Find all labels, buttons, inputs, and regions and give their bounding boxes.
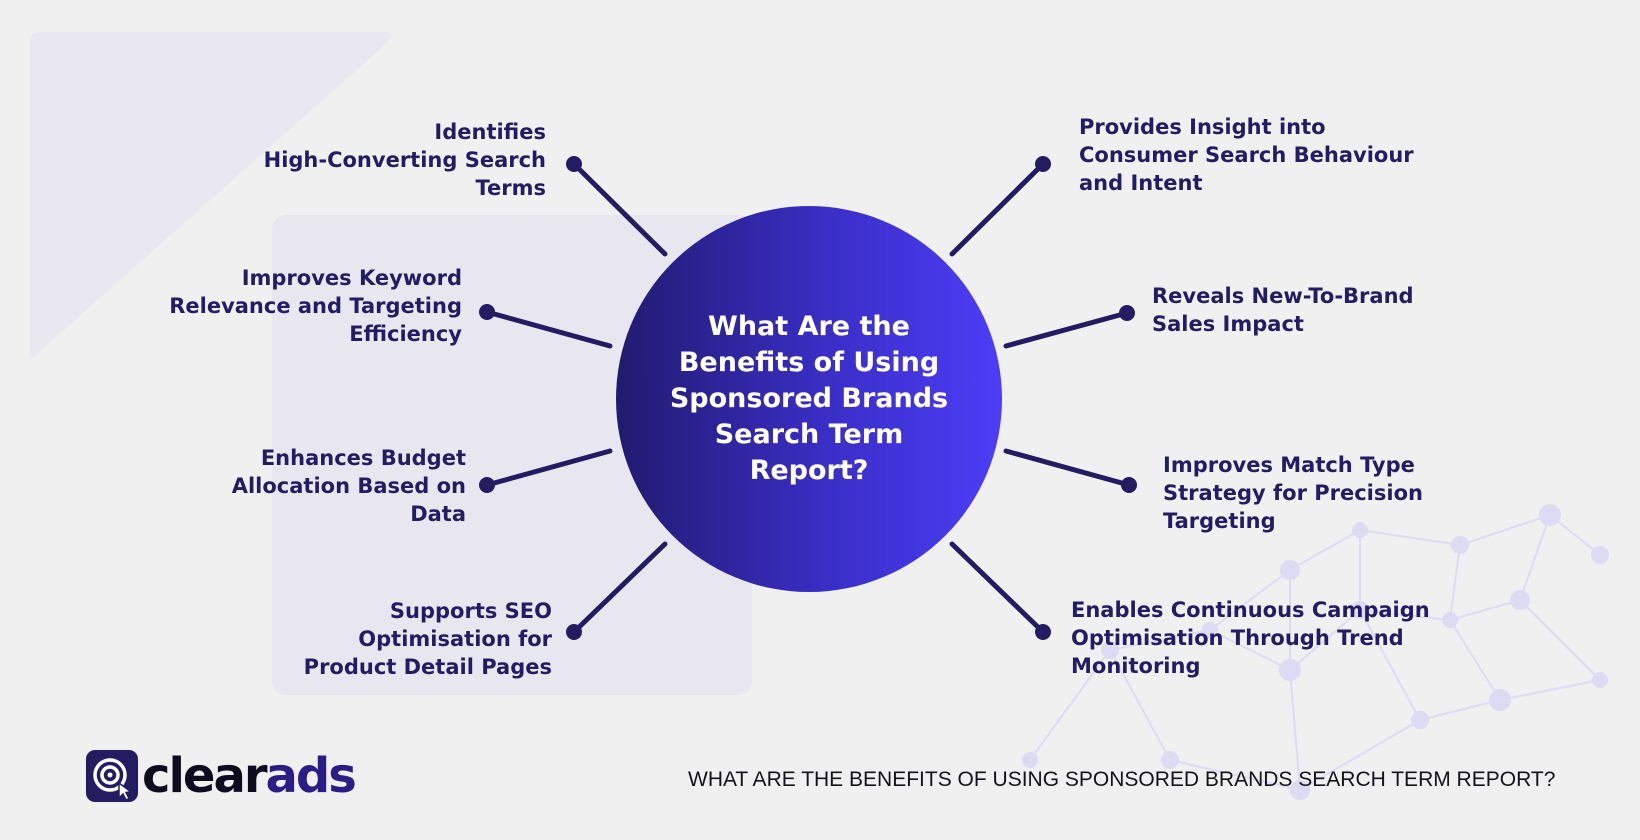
connector-dot-left-1 <box>566 156 582 172</box>
connector-dot-left-2 <box>479 304 495 320</box>
connector-dot-right-4 <box>1035 624 1051 640</box>
connector-right-2 <box>1003 310 1130 349</box>
connector-right-4 <box>949 541 1046 635</box>
connector-right-3 <box>1003 448 1132 488</box>
connector-dot-left-3 <box>479 477 495 493</box>
central-topic-circle: What Are the Benefits of Using Sponsored… <box>616 206 1002 592</box>
footer-title: WHAT ARE THE BENEFITS OF USING SPONSORED… <box>688 768 1556 791</box>
benefit-left-2: Improves Keyword Relevance and Targeting… <box>169 266 462 346</box>
benefit-left-4: Supports SEO Optimisation for Product De… <box>303 599 552 679</box>
clearads-logo-icon <box>86 750 138 802</box>
connector-left-4 <box>571 541 668 635</box>
benefit-right-3: Improves Match Type Strategy for Precisi… <box>1163 453 1423 533</box>
benefit-left-3: Enhances Budget Allocation Based on Data <box>231 446 466 526</box>
clearads-logo: clearads <box>86 748 357 804</box>
benefit-right-1: Provides Insight into Consumer Search Be… <box>1079 115 1414 195</box>
benefit-right-2: Reveals New-To-Brand Sales Impact <box>1152 284 1414 336</box>
clearads-logo-wordmark: clearads <box>142 748 357 804</box>
benefit-left-1: Identifies High-Converting Search Terms <box>263 120 546 200</box>
benefit-right-4: Enables Continuous Campaign Optimisation… <box>1071 598 1430 678</box>
connector-left-3 <box>484 448 613 488</box>
connector-dot-right-2 <box>1119 305 1135 321</box>
central-topic-title: What Are the Benefits of Using Sponsored… <box>669 311 949 486</box>
connector-left-1 <box>571 161 668 257</box>
connector-left-2 <box>484 309 613 349</box>
connector-right-1 <box>949 161 1046 257</box>
connector-dot-right-3 <box>1121 477 1137 493</box>
connector-dot-left-4 <box>566 624 582 640</box>
connector-dot-right-1 <box>1035 156 1051 172</box>
